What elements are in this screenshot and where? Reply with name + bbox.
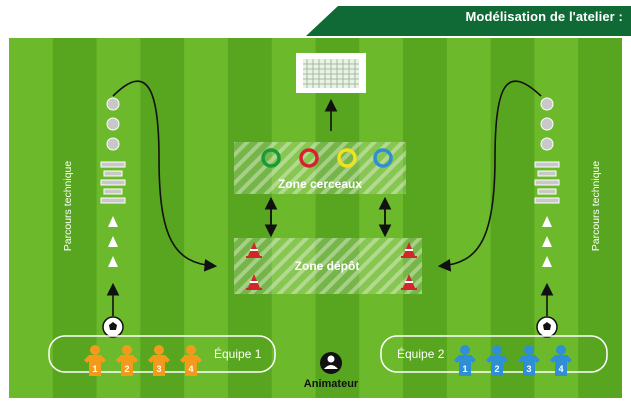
grass-stripe [534, 38, 579, 398]
header-banner: Modélisation de l'atelier : [0, 0, 631, 36]
team1-players: 1 2 3 4 [84, 345, 202, 376]
red-hoop-icon [299, 148, 319, 168]
hurdle-icon [537, 170, 557, 177]
grass-stripe [227, 38, 273, 398]
player-number: 3 [526, 364, 531, 374]
grey-marker-icon [106, 97, 120, 111]
triangle-marker-icon [108, 216, 118, 227]
deposit-zone-label: Zone dépôt [295, 259, 360, 273]
triangle-marker-icon [108, 256, 118, 267]
banner-shape [306, 6, 631, 36]
grass-stripe [140, 38, 185, 398]
player-number: 3 [156, 364, 161, 374]
hurdle-icon [534, 179, 560, 186]
hurdle-icon [100, 197, 126, 204]
coach-label: Animateur [304, 378, 359, 390]
triangle-marker-icon [108, 236, 118, 247]
grass-stripe [52, 38, 98, 398]
player-icon: 1 [84, 345, 106, 376]
hurdle-icon [103, 170, 123, 177]
left-course-markers [100, 97, 126, 267]
deposit-zone [234, 238, 422, 294]
player-number: 1 [462, 364, 467, 374]
football-field: Zone cerceaux Zone dépôt Parcours techni… [9, 38, 623, 398]
cone-icon [246, 274, 262, 290]
right-course-markers [534, 97, 560, 267]
grass-stripe [184, 38, 229, 398]
hurdle-icon [534, 161, 560, 168]
blue-hoop-icon [373, 148, 393, 168]
triangle-marker-icon [542, 216, 552, 227]
player-icon: 3 [518, 345, 540, 376]
cone-icon [401, 242, 417, 258]
grey-marker-icon [106, 137, 120, 151]
player-number: 4 [188, 364, 193, 374]
grass-stripe [359, 38, 404, 398]
grass-stripe [271, 38, 316, 398]
hurdle-icon [537, 188, 557, 195]
player-number: 4 [558, 364, 563, 374]
triangle-marker-icon [542, 256, 552, 267]
player-icon: 2 [486, 345, 508, 376]
hurdle-icon [100, 161, 126, 168]
team2-players: 1 2 3 4 [454, 345, 572, 376]
grey-marker-icon [540, 117, 554, 131]
player-icon: 1 [454, 345, 476, 376]
field-diagram: Zone cerceaux Zone dépôt Parcours techni… [9, 38, 623, 398]
grey-marker-icon [106, 117, 120, 131]
cone-icon [401, 274, 417, 290]
player-number: 1 [92, 364, 97, 374]
hoops-group [261, 148, 393, 168]
green-hoop-icon [261, 148, 281, 168]
left-course-label: Parcours technique [62, 161, 74, 252]
player-number: 2 [124, 364, 129, 374]
team1-label: Équipe 1 [214, 346, 262, 361]
right-path-arrow [437, 80, 542, 272]
team2-label: Équipe 2 [397, 346, 445, 361]
grass-stripe [490, 38, 535, 398]
goal-icon [296, 53, 366, 93]
player-icon: 4 [550, 345, 572, 376]
hurdle-icon [534, 197, 560, 204]
hoops-zone-label: Zone cerceaux [278, 177, 362, 191]
right-course-label: Parcours technique [590, 161, 602, 252]
left-ball-icon [102, 316, 124, 338]
player-icon: 3 [148, 345, 170, 376]
right-ball-icon [536, 316, 558, 338]
grass-stripe [578, 38, 623, 398]
yellow-hoop-icon [337, 148, 357, 168]
left-path-arrow [112, 80, 218, 272]
grass-stripe [446, 38, 492, 398]
player-icon: 2 [116, 345, 138, 376]
grass-stripes [9, 38, 623, 398]
player-icon: 4 [180, 345, 202, 376]
coach-icon [320, 352, 342, 374]
grass-stripe [96, 38, 141, 398]
player-number: 2 [494, 364, 499, 374]
triangle-marker-icon [542, 236, 552, 247]
grass-stripe [315, 38, 360, 398]
grass-stripe [403, 38, 448, 398]
cones-group [246, 242, 417, 290]
grey-marker-icon [540, 137, 554, 151]
grey-marker-icon [540, 97, 554, 111]
cone-icon [246, 242, 262, 258]
page-title: Modélisation de l'atelier : [465, 9, 623, 24]
grass-stripe [9, 38, 54, 398]
hurdle-icon [103, 188, 123, 195]
hurdle-icon [100, 179, 126, 186]
